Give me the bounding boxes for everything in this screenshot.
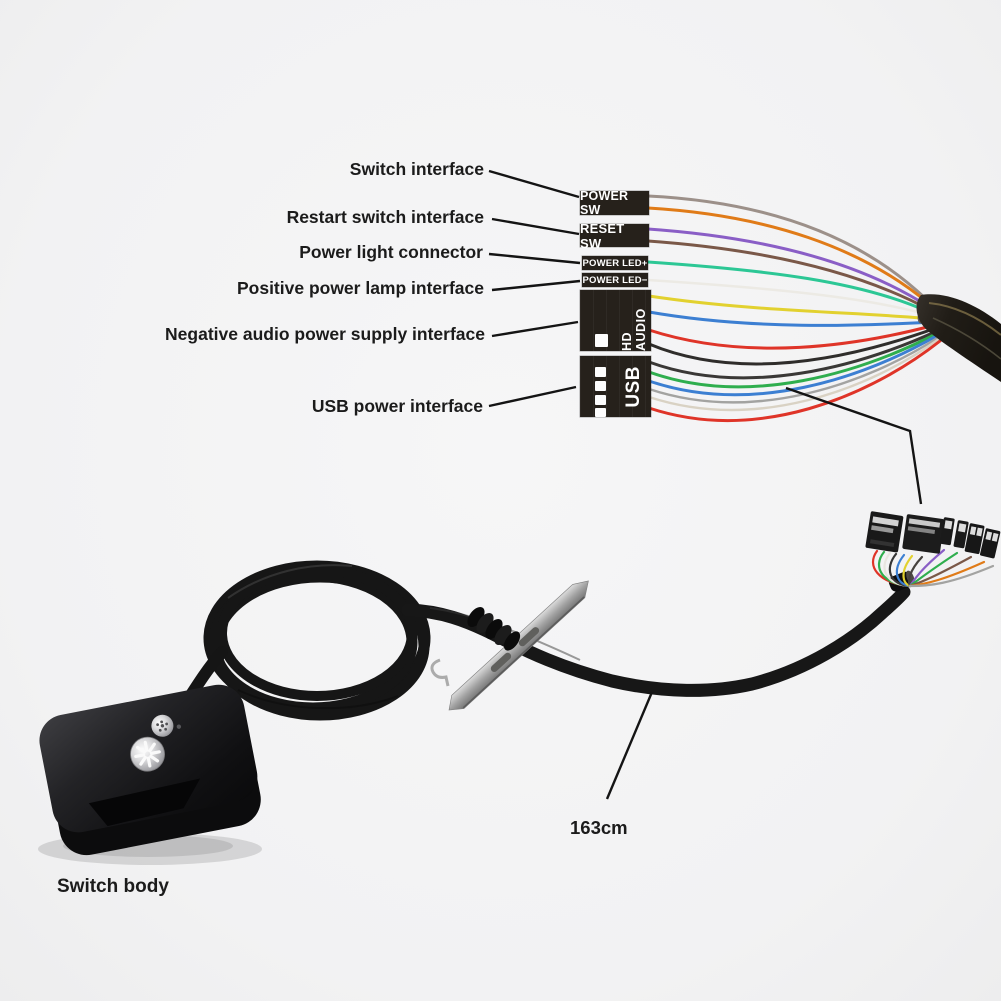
label-positive-power-lamp-interface: Positive power lamp interface bbox=[236, 278, 484, 298]
power-button bbox=[130, 736, 165, 772]
power-button-starburst bbox=[134, 740, 161, 768]
leader-positive-lamp bbox=[491, 279, 581, 292]
wire-usb-red bbox=[647, 339, 942, 422]
usb-pin-1 bbox=[595, 367, 606, 377]
label-usb-power-interface: USB power interface bbox=[311, 396, 483, 416]
label-switch-interface: Switch interface bbox=[349, 159, 484, 179]
header-wires bbox=[646, 194, 942, 422]
end-fan-wires bbox=[871, 548, 995, 588]
wire-reset-sw-2 bbox=[646, 239, 932, 312]
label-switch-body: Switch body bbox=[57, 876, 169, 897]
usb-pin-2 bbox=[595, 381, 606, 391]
end-pin-connector-2 bbox=[953, 520, 969, 549]
wire-reset-sw-1 bbox=[646, 227, 931, 309]
power-led-minus-block: POWER LED− bbox=[582, 273, 648, 287]
power-led-minus-label: POWER LED− bbox=[582, 274, 648, 286]
pci-bracket bbox=[448, 580, 589, 711]
wire-power-sw-2 bbox=[646, 206, 930, 305]
leader-end-connectors bbox=[785, 386, 923, 505]
hd-audio-block: HD AUDIO bbox=[580, 290, 651, 351]
switch-body-device bbox=[38, 684, 262, 865]
power-led-plus-block: POWER LED+ bbox=[582, 256, 648, 270]
label-restart-switch-interface: Restart switch interface bbox=[286, 207, 484, 227]
leader-switch-interface bbox=[488, 169, 580, 199]
wire-audio-red bbox=[647, 323, 937, 350]
cable-sheath-top bbox=[916, 294, 1001, 382]
power-sw-label: POWER SW bbox=[580, 189, 629, 217]
wire-usb-white bbox=[647, 337, 941, 412]
end-2pin-connector-1 bbox=[964, 523, 985, 555]
label-power-light-connector: Power light connector bbox=[299, 242, 483, 262]
leader-restart-switch bbox=[491, 217, 580, 236]
wire-led-plus bbox=[646, 260, 933, 315]
leader-power-light bbox=[488, 252, 581, 265]
power-led-plus-label: POWER LED+ bbox=[582, 257, 648, 269]
cable-grommet bbox=[467, 606, 521, 651]
wire-usb-blue bbox=[647, 333, 940, 397]
leader-cable-length bbox=[605, 691, 654, 800]
usb-pin-4 bbox=[595, 408, 606, 417]
end-connectors bbox=[865, 511, 1001, 559]
hd-audio-pin bbox=[595, 334, 608, 347]
end-pin-connector-1 bbox=[939, 517, 955, 546]
hd-audio-label: HD AUDIO bbox=[620, 308, 648, 351]
reset-sw-label: RESET SW bbox=[580, 220, 625, 251]
label-cable-length: 163cm bbox=[570, 817, 628, 838]
end-hd-audio-connector bbox=[902, 514, 945, 554]
label-negative-audio-power-supply-interface: Negative audio power supply interface bbox=[165, 324, 485, 344]
leader-lines bbox=[488, 169, 923, 800]
wire-usb-black bbox=[647, 329, 939, 380]
end-usb-connector bbox=[865, 511, 904, 553]
power-sw-block: POWER SW bbox=[580, 189, 649, 217]
reset-sw-block: RESET SW bbox=[580, 221, 649, 251]
bracket-hook bbox=[430, 658, 450, 687]
wire-power-sw-1 bbox=[646, 194, 928, 301]
indicator-led bbox=[176, 724, 182, 729]
wire-usb-green bbox=[647, 331, 940, 389]
cable-coil bbox=[203, 560, 431, 721]
end-2pin-connector-2 bbox=[980, 528, 1001, 559]
wire-audio-blue bbox=[647, 310, 936, 327]
wire-audio-black bbox=[647, 326, 938, 366]
usb-label: USB bbox=[623, 365, 644, 408]
usb-pin-3 bbox=[595, 395, 606, 405]
usb-block: USB bbox=[580, 356, 651, 417]
wire-audio-yellow bbox=[647, 294, 935, 321]
leader-usb-power bbox=[488, 385, 577, 408]
wire-led-minus bbox=[646, 278, 934, 318]
leader-negative-audio bbox=[491, 320, 579, 338]
